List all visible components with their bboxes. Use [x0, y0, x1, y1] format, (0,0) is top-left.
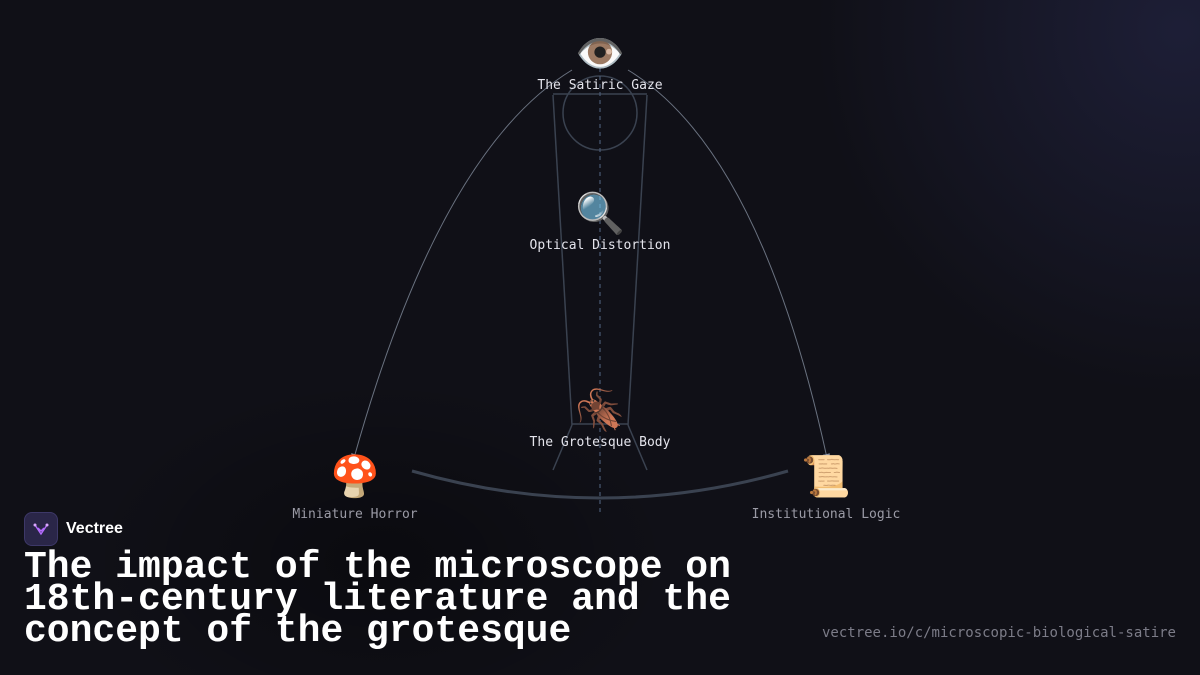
node-label: Miniature Horror	[292, 507, 418, 522]
node-grotesque-body[interactable]: 🪳 The Grotesque Body	[530, 387, 671, 450]
page-title: The impact of the microscope on 18th-cen…	[24, 546, 731, 653]
brand[interactable]: Vectree	[24, 512, 123, 546]
magnifier-icon: 🔍	[575, 191, 625, 237]
connector-gaze-to-logic	[627, 69, 831, 462]
mushroom-icon: 🍄	[330, 454, 380, 500]
stage-arc	[411, 469, 789, 500]
cockroach-icon: 🪳	[575, 388, 625, 434]
eye-icon: 👁️	[575, 31, 625, 77]
node-institutional-logic[interactable]: 📜 Institutional Logic	[752, 453, 901, 522]
node-label: Institutional Logic	[751, 507, 901, 522]
node-label: Optical Distortion	[529, 238, 671, 253]
source-url[interactable]: vectree.io/c/microscopic-biological-sati…	[821, 625, 1176, 641]
node-satiric-gaze[interactable]: 👁️ The Satiric Gaze	[537, 30, 662, 93]
vectree-logo-icon	[24, 512, 58, 546]
microscope-tube-right	[627, 94, 648, 426]
microscope-leg-right	[627, 424, 648, 471]
node-label: The Satiric Gaze	[537, 78, 663, 93]
connector-gaze-to-horror	[351, 69, 573, 462]
node-label: The Grotesque Body	[529, 435, 671, 450]
brand-name: Vectree	[66, 520, 123, 537]
node-optical-distortion[interactable]: 🔍 Optical Distortion	[530, 190, 671, 253]
microscope-leg-left	[552, 424, 573, 471]
scroll-icon: 📜	[801, 454, 851, 500]
node-miniature-horror[interactable]: 🍄 Miniature Horror	[292, 453, 417, 522]
microscope-tube-left	[552, 94, 573, 426]
